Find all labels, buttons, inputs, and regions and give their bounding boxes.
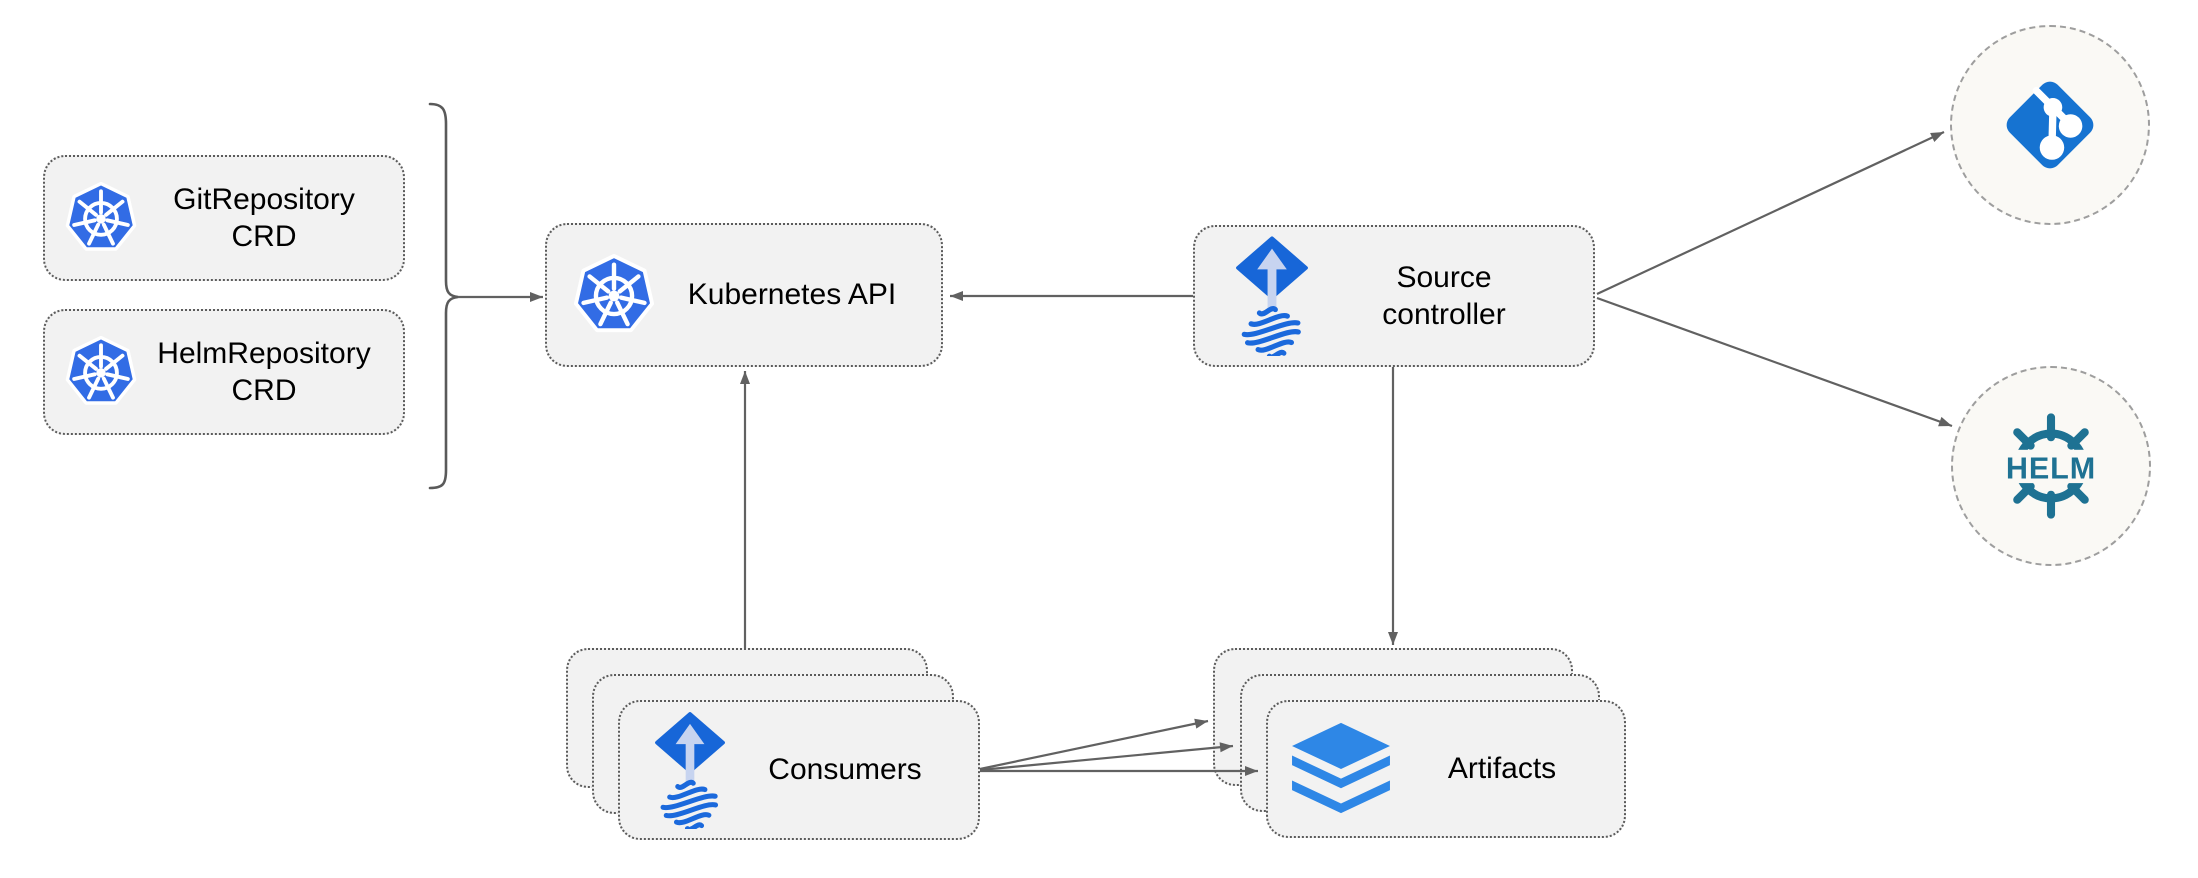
helm-word-label: HELM — [2006, 452, 2096, 486]
layers-icon — [1288, 721, 1394, 817]
kubernetes-icon — [63, 335, 139, 409]
node-helm-repository-crd: HelmRepository CRD — [43, 309, 405, 435]
node-label: HelmRepository CRD — [157, 336, 371, 408]
crd-group-bracket — [428, 102, 459, 490]
flux-icon — [1235, 236, 1309, 356]
node-artifacts: Artifacts — [1266, 700, 1626, 838]
node-git-repository-crd: GitRepository CRD — [43, 155, 405, 281]
node-label: Kubernetes API — [687, 278, 897, 312]
edge-source-controller-to-git — [1596, 131, 1945, 295]
node-kubernetes-api: Kubernetes API — [545, 223, 943, 367]
edge-consumers-to-artifacts-middle — [979, 742, 1234, 772]
node-helm-endpoint: HELM — [1951, 366, 2151, 566]
node-consumers: Consumers — [618, 700, 980, 840]
flux-icon — [654, 711, 726, 829]
node-label: Artifacts — [1447, 752, 1557, 786]
node-label: Source controller — [1382, 260, 1506, 332]
node-label: GitRepository CRD — [173, 182, 355, 254]
helm-icon: HELM — [1988, 403, 2114, 529]
node-source-controller: Source controller — [1193, 225, 1595, 367]
edge-source-controller-to-helm — [1596, 296, 1953, 428]
node-git-endpoint — [1950, 25, 2150, 225]
kubernetes-icon — [63, 181, 139, 255]
node-label: Consumers — [768, 753, 922, 787]
edge-consumers-to-artifacts-back — [979, 718, 1209, 771]
kubernetes-icon — [571, 253, 657, 337]
git-icon — [2001, 76, 2099, 174]
